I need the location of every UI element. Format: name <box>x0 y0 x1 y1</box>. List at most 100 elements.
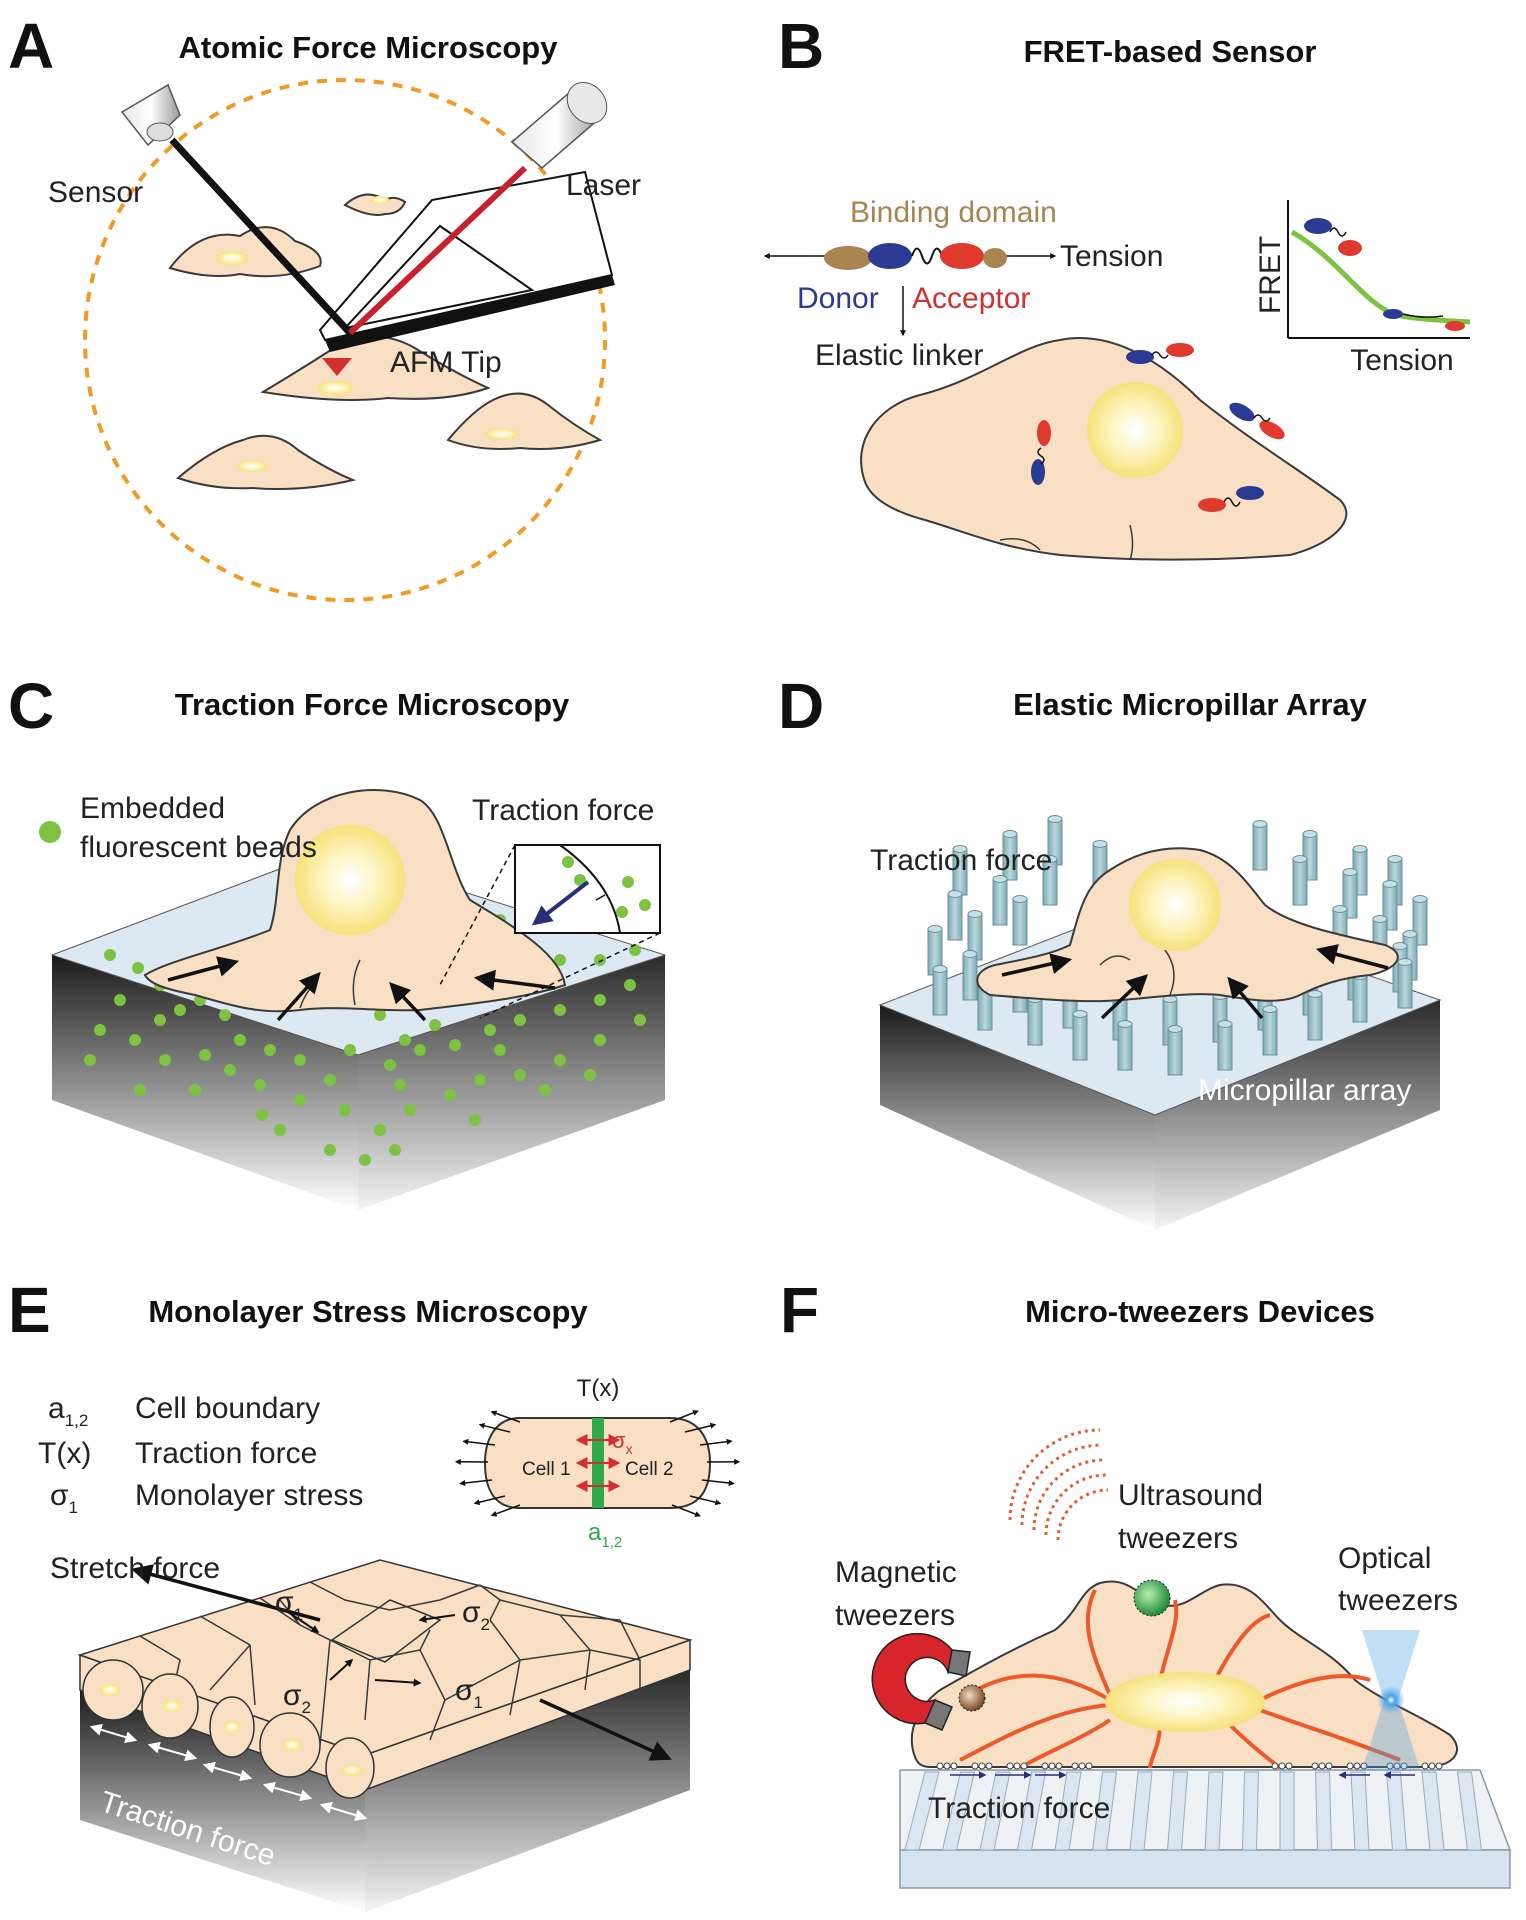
panel-title-f: Micro-tweezers Devices <box>1025 1294 1375 1329</box>
monolayer-block: σ1 σ2 σ2 σ1 Stretch force Traction force <box>50 1552 693 1912</box>
panel-a: A Atomic Force Microscopy <box>8 10 641 602</box>
traction-arrow-d1 <box>1001 953 1073 977</box>
cell-boundaries <box>139 1581 641 1746</box>
laser-label: Laser <box>566 169 641 202</box>
magnetic-label-line1: Magnetic <box>835 1556 957 1589</box>
bead-legend-icon <box>39 821 61 843</box>
optical-label-line2: tweezers <box>1338 1584 1458 1617</box>
donor-label: Donor <box>797 282 879 315</box>
acceptor-label: Acceptor <box>912 282 1030 315</box>
traction-force-arrows-e <box>89 1724 368 1821</box>
binding-domain-label: Binding domain <box>850 196 1057 229</box>
fret-axis-label: FRET <box>1254 236 1287 314</box>
afm-tip-label: AFM Tip <box>390 346 502 379</box>
cell-fret-sensors <box>1031 343 1285 512</box>
inset-zoom <box>439 844 661 1019</box>
traction-arrow-d3 <box>1227 976 1264 1020</box>
traction-arrow-c4 <box>473 969 556 991</box>
sensor-beam <box>169 137 353 336</box>
panel-title-d: Elastic Micropillar Array <box>1013 687 1368 722</box>
panel-e: E Monolayer Stress Microscopy a1,2 Cell … <box>8 1274 741 1912</box>
stretch-force-label: Stretch force <box>50 1552 220 1585</box>
cell-f <box>910 1580 1459 1779</box>
elastic-linker-label: Elastic linker <box>815 339 983 372</box>
cell2-label: Cell 2 <box>625 1459 674 1480</box>
tension-axis-label: Tension <box>1350 344 1453 377</box>
sigma1-top: σ1 <box>275 1586 303 1624</box>
cell-d <box>976 847 1399 1020</box>
traction-arrow-c3 <box>389 981 427 1022</box>
legend-e: a1,2 Cell boundary T(x) Traction force σ… <box>38 1392 363 1517</box>
stretch-arrow-right <box>539 1698 672 1761</box>
panel-c: C Traction Force Microscopy <box>8 670 667 1210</box>
sigma-x-label: σx <box>612 1428 633 1457</box>
panel-title-c: Traction Force Microscopy <box>175 687 570 722</box>
fret-curve <box>1290 229 1471 325</box>
field-of-view-circle <box>83 78 607 602</box>
laser-beam <box>347 165 528 336</box>
traction-arrow-d2 <box>1100 974 1149 1020</box>
sigma2-right: σ2 <box>462 1596 490 1634</box>
traction-arrow-d4 <box>1315 944 1389 970</box>
beads-label-line2: fluorescent beads <box>80 831 317 864</box>
panel-d: D Elastic Micropillar Array Traction for… <box>778 670 1442 1230</box>
tx-label: T(x) <box>577 1375 620 1402</box>
legend-sym-tx: T(x) <box>38 1437 91 1470</box>
magnetic-bead-icon <box>958 1684 986 1712</box>
optical-beam-icon <box>1362 1630 1420 1770</box>
panel-letter-d: D <box>778 670 824 742</box>
pillar-platform <box>899 1769 1512 1889</box>
ultrasound-label-line1: Ultrasound <box>1118 1479 1263 1512</box>
fret-tension-plot: FRET Tension <box>1254 200 1471 377</box>
beads-label-line1: Embedded <box>80 792 225 825</box>
micropillar-array-label: Micropillar array <box>1198 1074 1411 1107</box>
laser-device-icon <box>510 82 608 169</box>
sigma1-bottom: σ1 <box>455 1674 483 1712</box>
cell-c <box>143 789 567 1022</box>
cell1-label: Cell 1 <box>522 1459 571 1480</box>
traction-force-label-d: Traction force <box>870 844 1052 877</box>
large-cell <box>860 337 1348 561</box>
a12-label: a1,2 <box>588 1519 622 1551</box>
traction-force-label-c: Traction force <box>472 794 654 827</box>
legend-text-boundary: Cell boundary <box>135 1392 320 1425</box>
optical-label-line1: Optical <box>1338 1542 1431 1575</box>
legend-text-traction: Traction force <box>135 1437 317 1470</box>
panel-letter-f: F <box>780 1274 819 1346</box>
ultrasound-label-line2: tweezers <box>1118 1522 1238 1555</box>
focal-adhesions <box>936 1762 1443 1770</box>
legend-sym-sigma: σ1 <box>50 1479 78 1517</box>
sigma2-bottom: σ2 <box>283 1679 311 1717</box>
sensor-label: Sensor <box>48 176 143 209</box>
tension-label: Tension <box>1060 240 1163 273</box>
panel-b: B FRET-based Sensor Binding domain Tensi… <box>763 10 1471 561</box>
panel-title-e: Monolayer Stress Microscopy <box>148 1294 588 1329</box>
traction-arrow-c2 <box>276 971 321 1022</box>
panel-letter-b: B <box>778 10 824 82</box>
traction-arrow-c1 <box>167 956 240 982</box>
legend-sym-a: a1,2 <box>48 1392 88 1430</box>
ultrasound-waves-icon <box>1008 1428 1109 1541</box>
cantilever <box>318 170 615 352</box>
legend-text-stress: Monolayer stress <box>135 1479 363 1512</box>
ultrasound-bead-icon <box>1133 1579 1171 1617</box>
traction-force-label-f: Traction force <box>928 1792 1110 1825</box>
pillar-grid <box>904 1771 1483 1851</box>
stress-element <box>284 1599 456 1687</box>
magnetic-label-line2: tweezers <box>835 1599 955 1632</box>
cell-cross-sections <box>82 1659 375 1799</box>
panel-title-b: FRET-based Sensor <box>1024 34 1317 69</box>
fret-sensor-molecule <box>824 243 1007 270</box>
panel-letter-e: E <box>8 1274 51 1346</box>
micropillars <box>927 815 1428 1076</box>
panel-letter-c: C <box>8 670 54 742</box>
sensor-device-icon <box>120 83 181 147</box>
magnet-icon <box>871 1632 971 1731</box>
panel-f: F Micro-tweezers Devices Ultrasound twee… <box>780 1274 1512 1889</box>
afm-tip-triangle <box>322 358 352 376</box>
substrate-cells <box>168 193 603 490</box>
panel-letter-a: A <box>8 10 54 82</box>
panel-title-a: Atomic Force Microscopy <box>179 30 559 65</box>
two-cell-diagram: T(x) Cell 1 Cell 2 σx a1,2 <box>454 1375 741 1551</box>
